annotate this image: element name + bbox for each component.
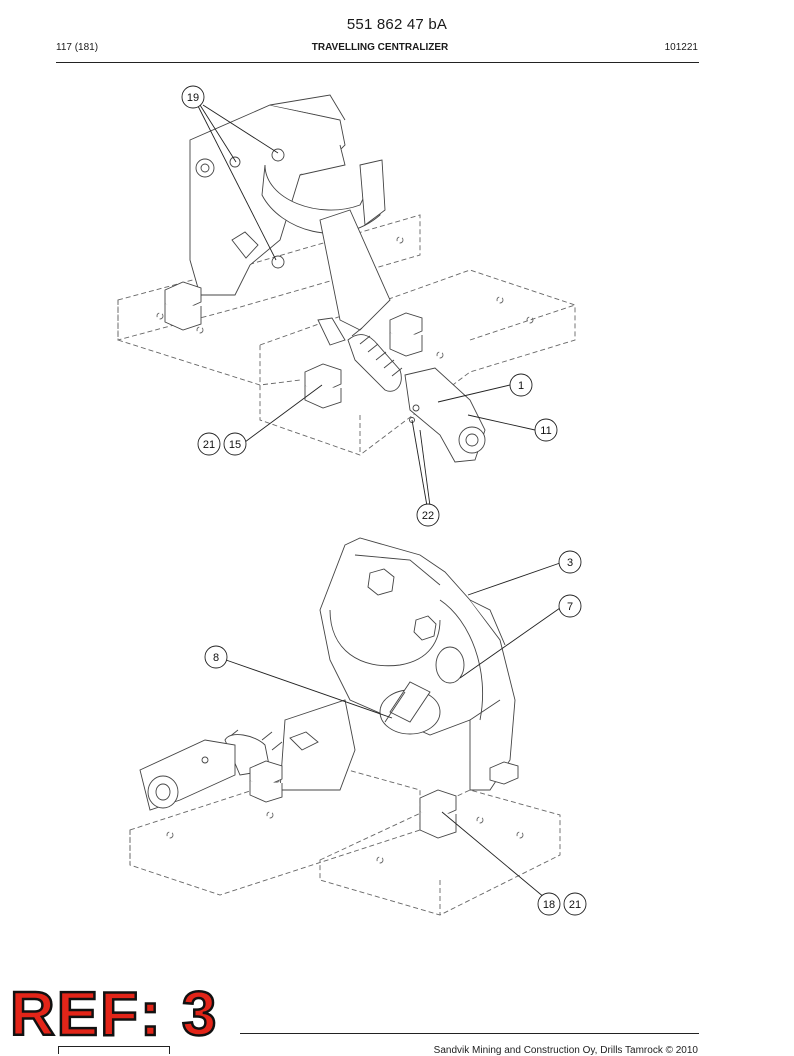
document-code: 101221	[664, 42, 698, 53]
callout-8: 8	[204, 645, 228, 669]
callout-8-label: 8	[213, 652, 219, 664]
upper-bolts	[164, 281, 423, 409]
lower-arm-assembly	[139, 699, 356, 811]
exploded-parts-drawing: 19 1 11 21 15 22 3 7 8 18 21	[117, 85, 587, 916]
callout-3-label: 3	[567, 557, 573, 569]
callout-18: 18	[537, 892, 561, 916]
callout-15: 15	[223, 432, 247, 456]
logo-fragment	[58, 1046, 170, 1054]
callout-1-label: 1	[518, 380, 524, 392]
callout-15-label: 15	[229, 439, 241, 451]
leader-lines	[197, 104, 561, 899]
callout-22: 22	[416, 503, 440, 527]
header-rule	[56, 62, 699, 63]
footer-copyright: Sandvik Mining and Construction Oy, Dril…	[433, 1045, 698, 1056]
callout-21-upper-label: 21	[203, 439, 215, 451]
document-number: 551 862 47 bA	[346, 16, 448, 33]
callout-21-lower-label: 21	[569, 899, 581, 911]
callout-7: 7	[558, 594, 582, 618]
upper-arm-assembly	[317, 209, 486, 463]
callout-19-label: 19	[187, 92, 199, 104]
callout-1: 1	[509, 373, 533, 397]
lower-bolts	[249, 760, 519, 839]
page-number: 117 (181)	[56, 42, 99, 53]
footer-rule	[240, 1033, 699, 1034]
callout-3: 3	[558, 550, 582, 574]
page-title: TRAVELLING CENTRALIZER	[311, 42, 449, 53]
lower-clamp-body	[319, 537, 516, 791]
callout-21-upper: 21	[197, 432, 221, 456]
callout-11-label: 11	[540, 425, 551, 437]
callout-22-label: 22	[422, 510, 434, 522]
callout-21-lower: 21	[563, 892, 587, 916]
callout-18-label: 18	[543, 899, 555, 911]
ref-stamp: REF: 3	[9, 980, 219, 1049]
callout-7-label: 7	[567, 601, 573, 613]
callout-11: 11	[534, 418, 558, 442]
callout-19: 19	[181, 85, 205, 109]
callouts: 19 1 11 21 15 22 3 7 8 18 21	[181, 85, 587, 916]
